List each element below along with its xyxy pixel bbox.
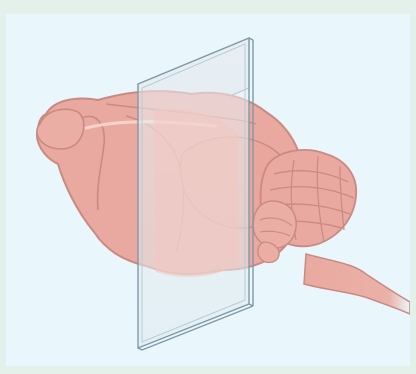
brain-section-illustration — [6, 14, 410, 366]
cerebellum — [253, 150, 356, 248]
brainstem — [304, 254, 410, 314]
coronal-section-plane — [138, 38, 253, 350]
illustration-panel — [6, 14, 410, 366]
